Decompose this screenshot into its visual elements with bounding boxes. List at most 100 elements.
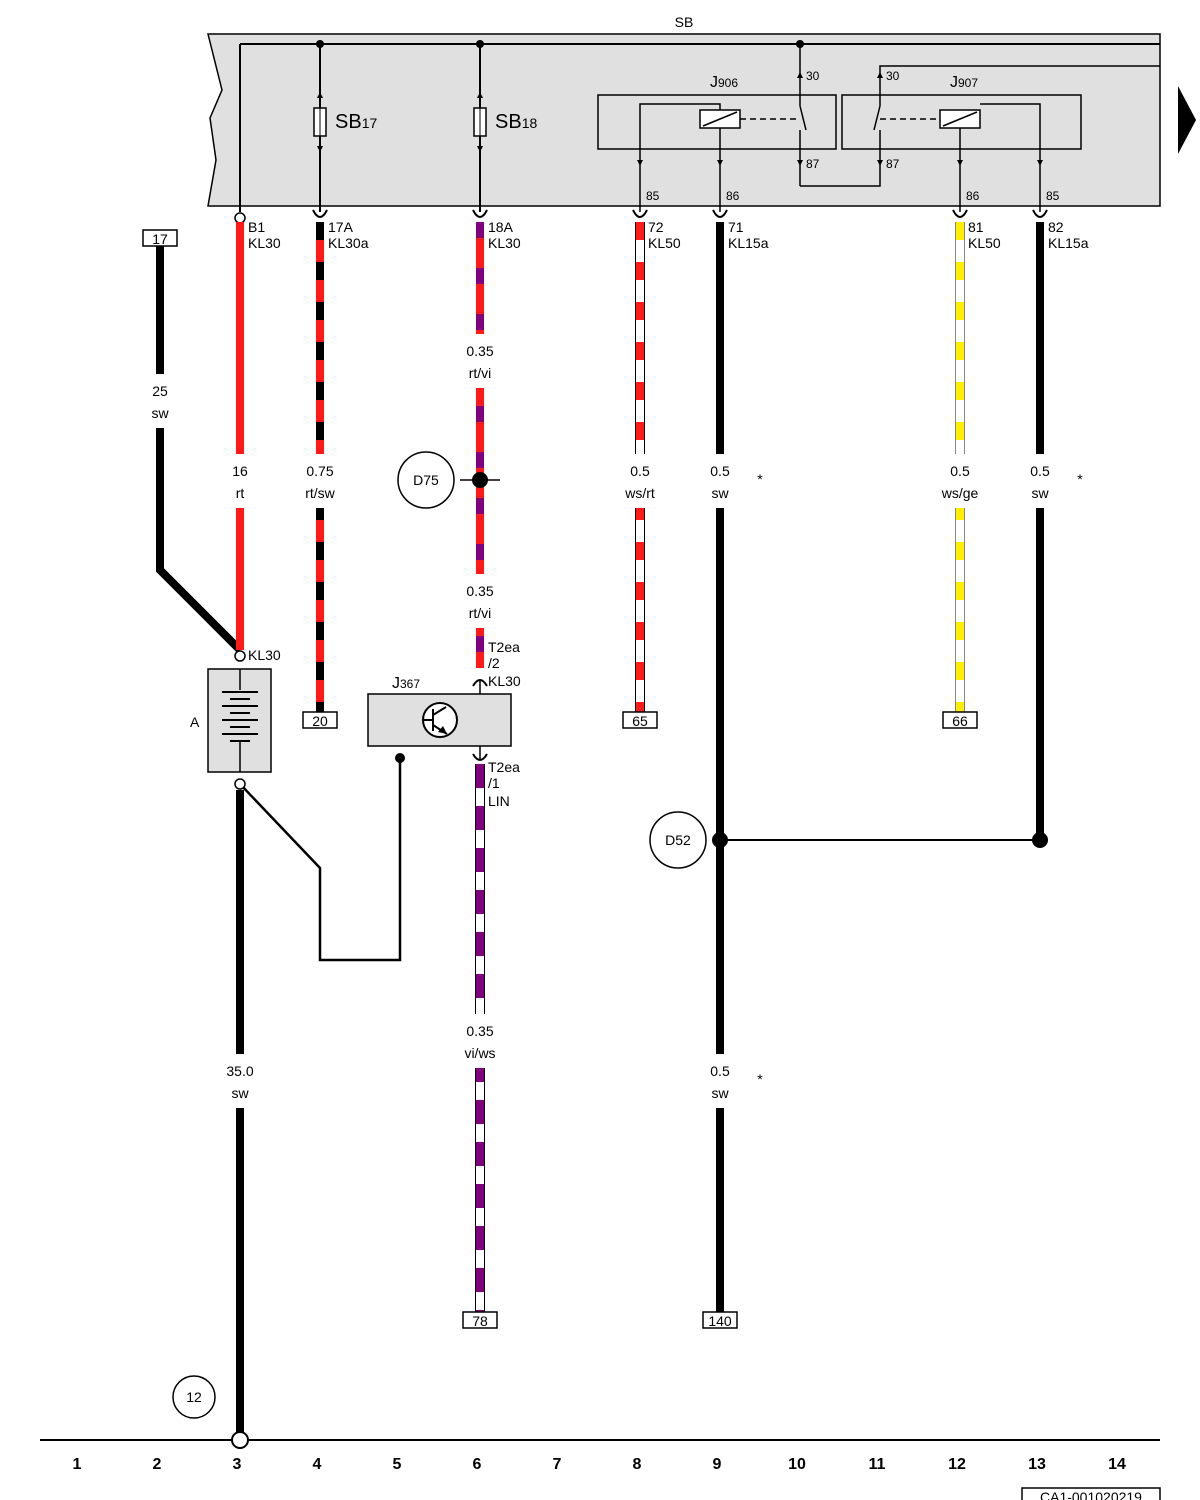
svg-text:/2: /2 [488, 655, 500, 671]
svg-text:CA1-001020219: CA1-001020219 [1040, 1489, 1142, 1500]
ref-65: 65 [632, 713, 648, 729]
svg-text:30: 30 [886, 69, 900, 83]
asterisk-note: * [757, 1071, 763, 1087]
svg-text:vi/ws: vi/ws [464, 1045, 495, 1061]
asterisk-note: * [757, 471, 763, 487]
svg-text:KL30: KL30 [248, 235, 281, 251]
column-number: 7 [553, 1456, 562, 1473]
svg-text:85: 85 [1046, 189, 1060, 203]
column-number: 5 [393, 1456, 402, 1473]
svg-text:sw: sw [151, 405, 169, 421]
column-number: 8 [633, 1456, 642, 1473]
svg-text:sw: sw [231, 1085, 249, 1101]
svg-text:ws/ge: ws/ge [941, 485, 979, 501]
svg-text:B1: B1 [248, 219, 265, 235]
transistor-icon [422, 702, 458, 738]
svg-text:0.35: 0.35 [466, 343, 493, 359]
relay-j907: J907 30 87 86 85 [841, 65, 1160, 212]
diagram-code: CA1-001020219 [1021, 1487, 1161, 1500]
svg-text:87: 87 [806, 157, 820, 171]
ref-20: 20 [312, 713, 328, 729]
reference-boxes [142, 229, 978, 1329]
svg-text:T2ea: T2ea [488, 759, 520, 775]
svg-text:87: 87 [886, 157, 900, 171]
column-number: 11 [869, 1456, 886, 1473]
svg-text:D75: D75 [413, 472, 439, 488]
svg-text:T2ea: T2ea [488, 639, 520, 655]
relay-j907-label: J907 [950, 74, 978, 91]
svg-text:KL30: KL30 [488, 673, 521, 689]
svg-text:86: 86 [726, 189, 740, 203]
svg-text:LIN: LIN [488, 793, 510, 809]
battery-monitor-j367: J367 T2ea /2 KL30 T2ea /1 LIN [367, 639, 521, 809]
svg-text:sw: sw [1031, 485, 1049, 501]
svg-text:/1: /1 [488, 775, 500, 791]
svg-text:ws/rt: ws/rt [624, 485, 655, 501]
fuse-sb18-label: SB18 [495, 111, 537, 133]
column-number: 3 [233, 1456, 242, 1473]
asterisk-note: * [1077, 471, 1083, 487]
svg-text:rt: rt [236, 485, 245, 501]
column-number: 2 [153, 1456, 162, 1473]
svg-text:KL50: KL50 [648, 235, 681, 251]
junction-d52: D52 [649, 811, 1048, 869]
svg-text:0.35: 0.35 [466, 1023, 493, 1039]
terminal-labels: B1 KL30 17A KL30a 18A KL30 72 KL50 71 KL… [234, 209, 1089, 251]
svg-text:86: 86 [966, 189, 980, 203]
svg-text:0.5: 0.5 [950, 463, 970, 479]
wires [40, 222, 1160, 1441]
svg-text:sw: sw [711, 485, 729, 501]
svg-text:16: 16 [232, 463, 248, 479]
ref-17: 17 [152, 231, 168, 247]
svg-text:0.5: 0.5 [630, 463, 650, 479]
battery-terminal: KL30 [248, 647, 281, 663]
wire-labels: 25 sw 16 rt 0.75 rt/sw 0.35 rt/vi 0.35 r… [151, 343, 1083, 1101]
svg-text:sw: sw [711, 1085, 729, 1101]
svg-text:35.0: 35.0 [226, 1063, 253, 1079]
column-number: 4 [313, 1456, 322, 1473]
svg-text:KL30a: KL30a [328, 235, 369, 251]
svg-text:72: 72 [648, 219, 664, 235]
svg-text:82: 82 [1048, 219, 1064, 235]
svg-text:71: 71 [728, 219, 744, 235]
column-number: 1 [73, 1456, 82, 1473]
svg-text:KL15a: KL15a [1048, 235, 1089, 251]
fuse-sb17-label: SB17 [335, 111, 377, 133]
ref-140: 140 [708, 1313, 732, 1329]
ref-78: 78 [472, 1313, 488, 1329]
battery-a: A KL30 [190, 647, 281, 790]
svg-text:rt/sw: rt/sw [305, 485, 335, 501]
svg-text:0.5: 0.5 [710, 463, 730, 479]
svg-text:81: 81 [968, 219, 984, 235]
svg-text:0.5: 0.5 [710, 1063, 730, 1079]
svg-text:0.75: 0.75 [306, 463, 333, 479]
svg-text:0.35: 0.35 [466, 583, 493, 599]
svg-text:KL30: KL30 [488, 235, 521, 251]
svg-text:25: 25 [152, 383, 168, 399]
column-number: 6 [473, 1456, 482, 1473]
svg-text:KL15a: KL15a [728, 235, 769, 251]
continuation-arrow-icon [1178, 86, 1196, 154]
svg-text:12: 12 [186, 1389, 202, 1405]
column-numbers: 1 2 3 4 5 6 7 8 9 10 11 12 13 14 [73, 1456, 1126, 1473]
ground-point-12: 12 [172, 1375, 249, 1449]
fuse-relay-panel: SB SB17 SB18 J906 [207, 14, 1161, 212]
j367-label: J367 [392, 675, 420, 692]
svg-text:KL50: KL50 [968, 235, 1001, 251]
svg-text:0.5: 0.5 [1030, 463, 1050, 479]
column-number: 9 [713, 1456, 722, 1473]
svg-text:D52: D52 [665, 832, 691, 848]
ref-66: 66 [952, 713, 968, 729]
svg-text:30: 30 [806, 69, 820, 83]
column-number: 13 [1028, 1456, 1046, 1473]
battery-label: A [190, 714, 200, 730]
svg-text:rt/vi: rt/vi [469, 605, 492, 621]
svg-text:18A: 18A [488, 219, 514, 235]
panel-title: SB [675, 14, 694, 30]
svg-text:85: 85 [646, 189, 660, 203]
junction-d75: D75 [397, 451, 500, 509]
column-number: 12 [948, 1456, 966, 1473]
svg-text:rt/vi: rt/vi [469, 365, 492, 381]
column-number: 10 [788, 1456, 806, 1473]
